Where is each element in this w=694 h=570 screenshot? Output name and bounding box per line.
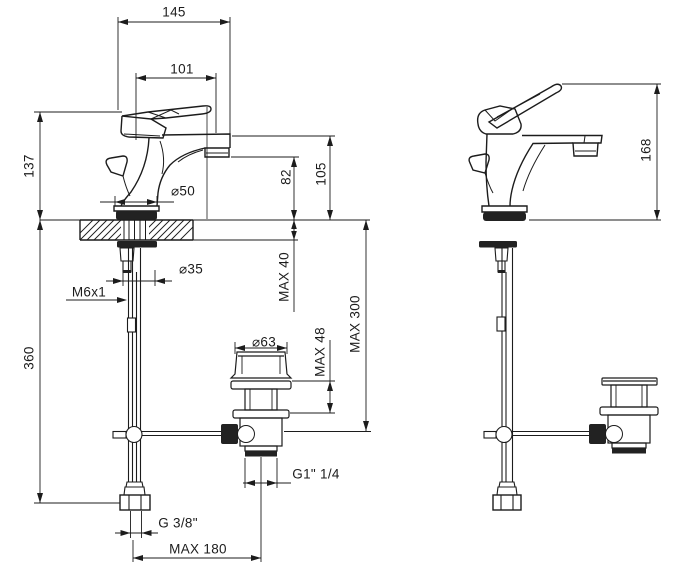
dim-label-waste-thread: G1" 1/4 xyxy=(292,466,340,482)
handle-lever-side xyxy=(487,83,563,129)
popup-rod-front xyxy=(112,424,238,444)
dim-label-max-deck-thickness: MAX 40 xyxy=(276,252,292,302)
dim-label-supply-hose-thread: G 3/8" xyxy=(158,515,198,531)
popup-knob-side xyxy=(468,153,490,174)
aerator-front xyxy=(204,147,230,158)
aerator-side xyxy=(572,142,599,157)
dim-label-spout-reach: 101 xyxy=(170,61,194,77)
rod-pivot-side xyxy=(495,425,513,444)
rod-clip-side xyxy=(496,316,506,332)
dim-label-overall-depth: 145 xyxy=(162,4,186,20)
dim-label-max-waste-deck-thickness: MAX 48 xyxy=(312,327,328,377)
dim-label-waste-cap-diameter: ⌀63 xyxy=(251,334,277,350)
dim-label-base-diameter: ⌀50 xyxy=(170,183,196,199)
base-ring-front xyxy=(116,211,157,220)
countertop-edges xyxy=(79,219,194,241)
faucet-shank-front xyxy=(123,220,146,240)
supply-nut-side xyxy=(492,494,522,511)
waste-cap-front xyxy=(229,351,293,379)
mounting-washer-side xyxy=(479,241,517,248)
spout-front xyxy=(161,133,231,148)
popup-rod-side xyxy=(483,424,606,444)
rod-pivot-front xyxy=(125,425,143,444)
front-view xyxy=(79,105,293,511)
dim-label-fixing-stud-thread: M6x1 xyxy=(71,284,107,300)
waste-drain-front xyxy=(229,351,293,457)
handle-lever-front xyxy=(121,105,212,120)
cartridge-housing-front xyxy=(120,115,167,139)
dim-label-under-deck-length: 360 xyxy=(21,346,37,370)
dim-label-max-rod-length: MAX 300 xyxy=(347,295,363,353)
side-view xyxy=(468,83,659,511)
dim-label-shank-diameter: ⌀35 xyxy=(178,261,204,277)
cartridge-housing-side xyxy=(476,105,522,135)
spout-side xyxy=(522,134,603,144)
rod-collar-front xyxy=(221,424,238,444)
faucet-front-body xyxy=(105,105,231,212)
dim-label-spout-height: 105 xyxy=(313,162,329,186)
rod-clip-front xyxy=(126,317,137,333)
dimension-arrowheads xyxy=(37,19,660,561)
under-deck-side xyxy=(479,241,522,511)
dim-label-side-overall-height: 168 xyxy=(638,138,654,162)
mounting-washer-front xyxy=(117,241,157,248)
popup-knob-front xyxy=(105,155,128,177)
faucet-side-body xyxy=(468,83,603,213)
base-flange-front xyxy=(113,205,160,212)
dim-label-max-waste-offset: MAX 180 xyxy=(169,541,227,557)
dim-label-outlet-height: 82 xyxy=(278,169,294,185)
under-deck-front xyxy=(117,241,157,511)
supply-nut-front xyxy=(119,494,151,511)
rod-collar-side xyxy=(589,424,606,444)
base-ring-side xyxy=(483,212,526,221)
dim-label-height-above-deck: 137 xyxy=(21,154,37,178)
base-flange-side xyxy=(481,205,528,213)
waste-drain-side xyxy=(599,377,659,454)
